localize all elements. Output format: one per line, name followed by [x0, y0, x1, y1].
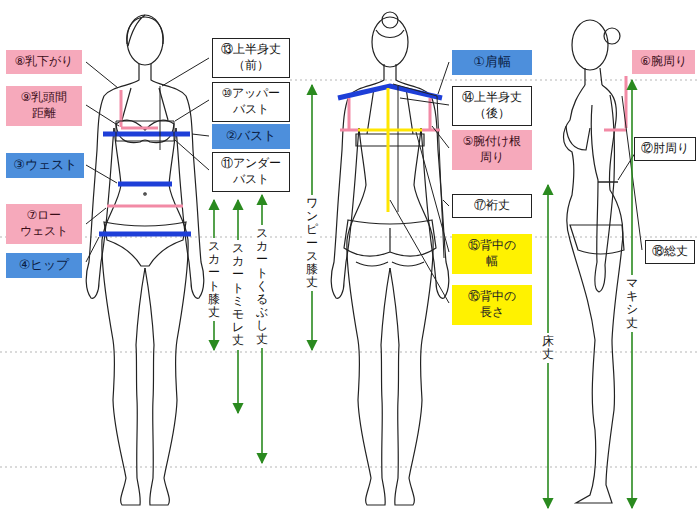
measure-label: ④ヒップ — [19, 257, 70, 274]
pink-measure-box: ⑧乳下がり — [6, 50, 82, 74]
measure-label: ⑪アンダー バスト — [221, 156, 281, 187]
measure-label: ⑬上半身丈 （前） — [221, 42, 281, 73]
length-label: スカート膝丈 — [207, 238, 221, 321]
yellow-measure-box: ⑮背中の 幅 — [452, 234, 532, 274]
measure-label: ⑦ロー ウェスト — [20, 208, 68, 239]
front-figure — [86, 15, 204, 505]
side-figure — [564, 20, 625, 503]
white-measure-box: ⑪アンダー バスト — [212, 152, 290, 192]
length-label: マキシ丈 — [625, 275, 639, 332]
blue-measure-box: ③ウェスト — [6, 153, 84, 178]
length-label: 床丈 — [541, 333, 555, 363]
leader-lines — [86, 58, 642, 303]
measure-label: ⑥腕周り — [640, 54, 687, 70]
measure-label: ⑧乳下がり — [15, 54, 74, 70]
measure-label: ①肩幅 — [473, 54, 511, 71]
white-measure-box: ⑭上半身丈 （後） — [452, 86, 532, 126]
measure-label: ⑰裄丈 — [474, 198, 510, 214]
guide-lines — [0, 80, 700, 467]
blue-measure-box: ④ヒップ — [6, 253, 82, 278]
measure-label: ⑮背中の 幅 — [468, 238, 516, 269]
blue-measure-box: ②バスト — [212, 124, 290, 149]
measure-label: ⑫肘周り — [641, 141, 689, 157]
white-measure-box: ⑫肘周り — [634, 137, 696, 161]
pink-measure-box: ⑦ロー ウェスト — [6, 204, 82, 244]
yellow-measure-box: ⑯背中の 長さ — [452, 285, 532, 325]
length-label: ワンピース膝丈 — [305, 195, 319, 291]
white-measure-box: ⑰裄丈 — [452, 194, 532, 218]
measure-lines — [99, 76, 626, 258]
white-measure-box: ⑬上半身丈 （前） — [212, 38, 290, 78]
measure-label: ⑨乳頭間 距離 — [21, 90, 68, 121]
pink-measure-box: ⑨乳頭間 距離 — [6, 86, 82, 126]
measure-label: ⑯背中の 長さ — [468, 289, 516, 320]
measure-label: ⑭上半身丈 （後） — [462, 90, 522, 121]
white-measure-box: ⑱総丈 — [645, 240, 695, 264]
back-figure — [331, 12, 449, 505]
measure-label: ②バスト — [226, 128, 277, 145]
pink-measure-box: ⑤腕付け根 周り — [452, 130, 532, 170]
measure-label: ⑩アッパー バスト — [222, 86, 281, 117]
measure-label: ③ウェスト — [13, 157, 77, 174]
measure-label: ⑤腕付け根 周り — [463, 134, 522, 165]
pink-measure-box: ⑥腕周り — [632, 50, 695, 74]
length-label: スカートミモレ丈 — [231, 240, 245, 350]
length-label: スカートくるぶし丈 — [255, 225, 269, 348]
blue-measure-box: ①肩幅 — [452, 50, 532, 75]
white-measure-box: ⑩アッパー バスト — [212, 82, 290, 122]
measure-label: ⑱総丈 — [652, 244, 688, 260]
